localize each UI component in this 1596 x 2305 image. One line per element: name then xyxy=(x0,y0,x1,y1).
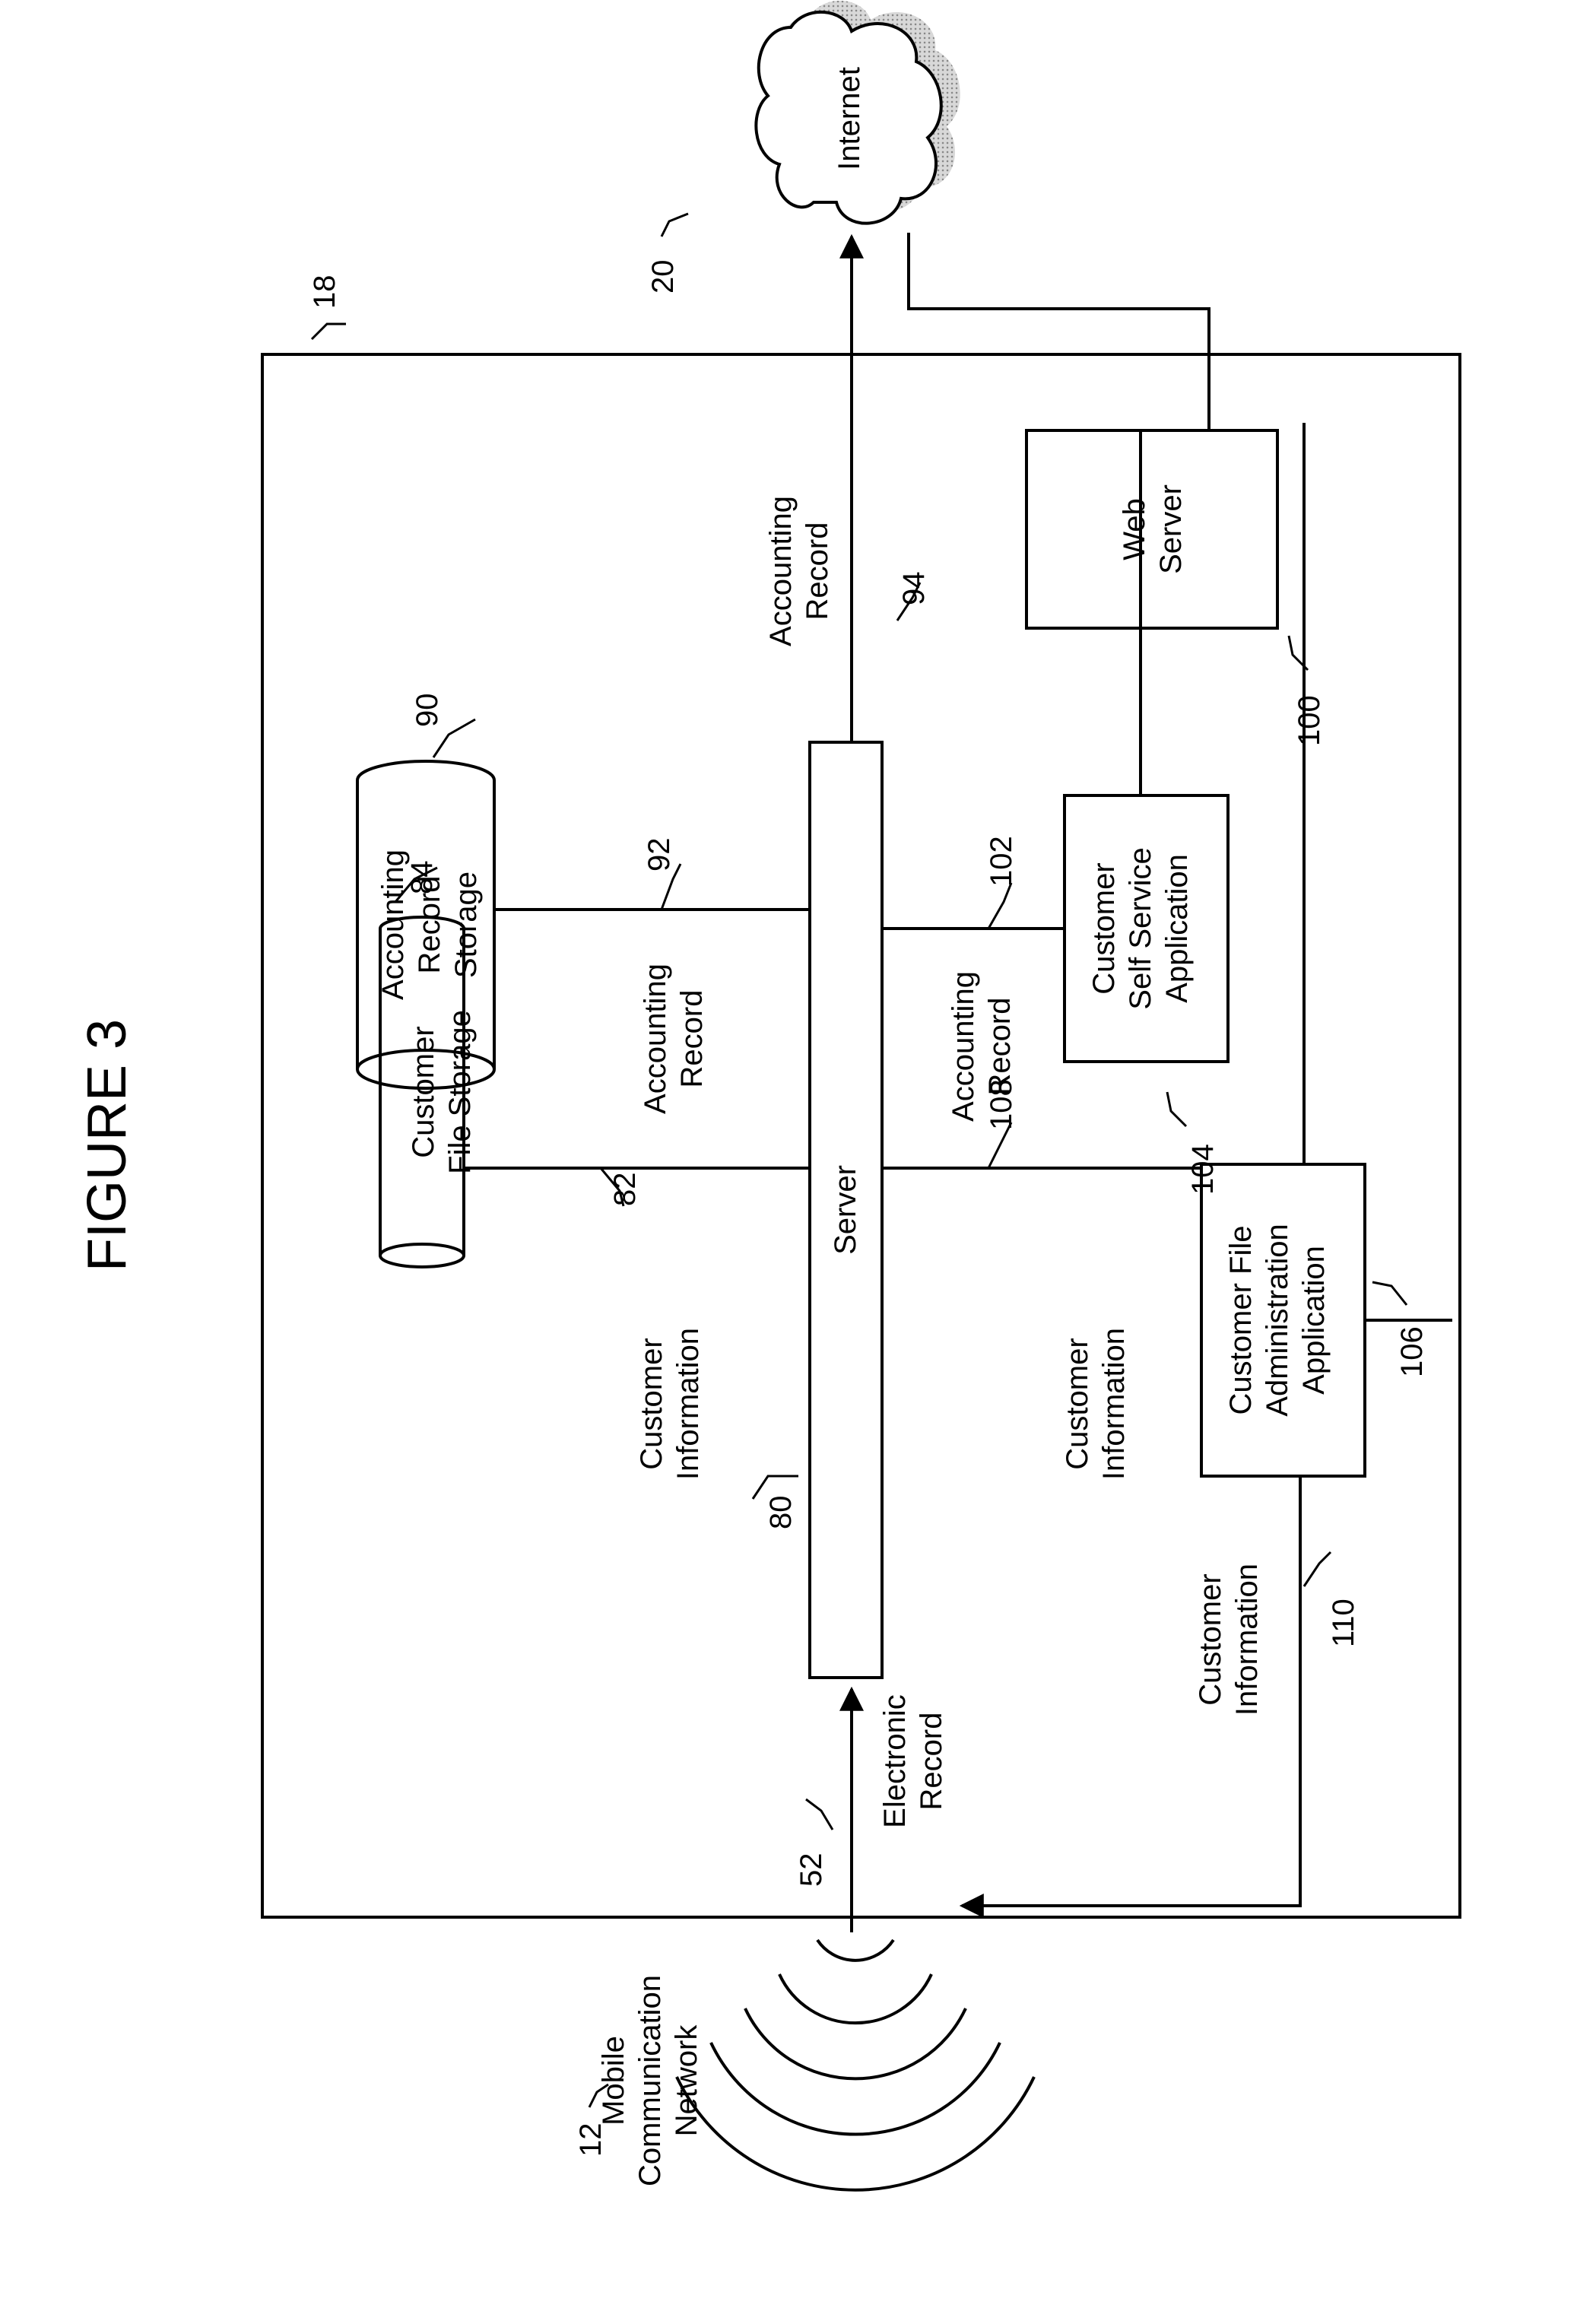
leader-102 xyxy=(988,883,1011,929)
internet-cloud: Internet xyxy=(756,1,960,224)
accounting-storage-label-2: Record xyxy=(413,876,446,974)
leader-104 xyxy=(1167,1092,1186,1126)
electronic-record-1: Electronic xyxy=(878,1694,912,1828)
leader-106 xyxy=(1372,1282,1407,1305)
accounting-record-top-1: Accounting xyxy=(639,964,672,1114)
accounting-storage-label-1: Accounting xyxy=(376,849,410,1000)
ref-82: 82 xyxy=(608,1173,642,1207)
customer-info-out-2: Information xyxy=(1230,1564,1264,1716)
ref-92: 92 xyxy=(643,838,676,872)
admin-app-label-1: Customer File xyxy=(1224,1226,1258,1415)
accounting-record-mid-1: Accounting xyxy=(947,971,980,1122)
customer-file-storage-label-2: File Storage xyxy=(443,1010,477,1174)
leader-110 xyxy=(1304,1552,1331,1586)
accounting-record-out-1: Accounting xyxy=(764,496,798,646)
customer-info-top-2: Information xyxy=(671,1328,705,1480)
customer-info-mid-1: Customer xyxy=(1061,1338,1094,1469)
figure-title: FIGURE 3 xyxy=(77,1019,138,1272)
leader-18 xyxy=(312,324,346,339)
link-webserver-internet xyxy=(909,233,1209,430)
mobile-network-waves xyxy=(677,1940,1034,2190)
customer-info-top-1: Customer xyxy=(635,1338,668,1469)
customer-info-out-1: Customer xyxy=(1194,1573,1227,1705)
admin-app-label-3: Application xyxy=(1297,1246,1331,1395)
web-server-label-1: Web xyxy=(1118,498,1151,560)
admin-app-label-2: Administration xyxy=(1261,1224,1294,1416)
ref-80: 80 xyxy=(764,1496,798,1530)
web-server-box xyxy=(1026,430,1277,628)
mobile-network-label-2: Communication xyxy=(633,1975,667,2186)
ref-94: 94 xyxy=(897,572,931,606)
mobile-network-label-3: Network xyxy=(670,2024,703,2137)
self-service-label-2: Self Service xyxy=(1124,847,1157,1009)
mobile-network-label-1: Mobile xyxy=(597,2036,630,2126)
accounting-storage-label-3: Storage xyxy=(449,872,483,978)
ref-90: 90 xyxy=(411,694,444,728)
accounting-record-top-2: Record xyxy=(675,990,709,1088)
ref-12: 12 xyxy=(574,2123,608,2157)
leader-80 xyxy=(753,1476,798,1499)
accounting-record-mid-2: Record xyxy=(983,998,1017,1096)
server-label: Server xyxy=(829,1165,862,1255)
self-service-label-3: Application xyxy=(1160,854,1194,1003)
ref-52: 52 xyxy=(795,1853,828,1887)
ref-100: 100 xyxy=(1293,695,1326,746)
web-server-label-2: Server xyxy=(1154,484,1188,574)
leader-20 xyxy=(662,214,688,237)
ref-20: 20 xyxy=(646,260,680,294)
self-service-label-1: Customer xyxy=(1087,862,1121,994)
ref-18: 18 xyxy=(308,275,341,310)
ref-106: 106 xyxy=(1395,1326,1429,1377)
internet-label: Internet xyxy=(833,67,866,170)
rotated-diagram: FIGURE 3 18 Server 80 Customer File Stor… xyxy=(77,1,1460,2190)
ref-102: 102 xyxy=(985,836,1018,887)
leader-52 xyxy=(806,1799,833,1830)
customer-file-storage-label-1: Customer xyxy=(407,1026,440,1157)
customer-info-mid-2: Information xyxy=(1097,1328,1131,1480)
accounting-record-out-2: Record xyxy=(801,522,834,621)
electronic-record-2: Record xyxy=(915,1713,948,1811)
ref-110: 110 xyxy=(1327,1599,1360,1647)
